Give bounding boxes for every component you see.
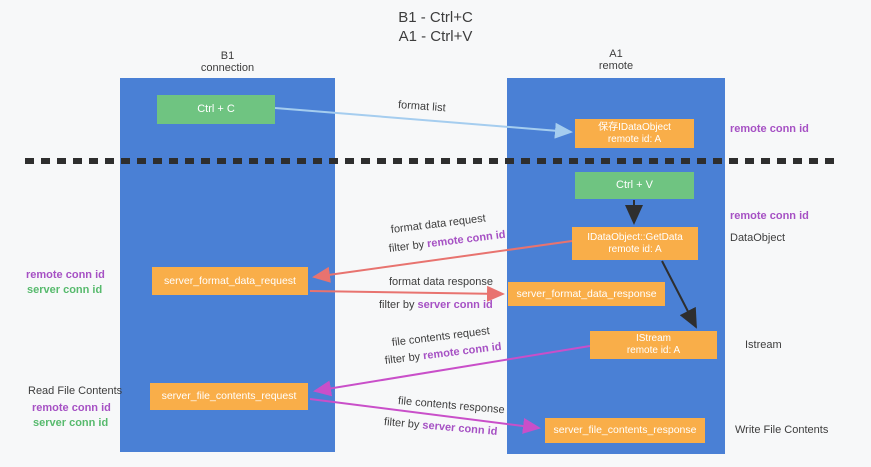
- filter-by-text: filter by: [388, 238, 425, 255]
- format-list-arrow-label: format list: [397, 99, 447, 115]
- getdata-line2: remote id: A: [608, 243, 662, 255]
- getdata-line1: IDataObject::GetData: [587, 231, 683, 243]
- istream-line1: IStream: [635, 333, 671, 344]
- filter-by-text: filter by: [383, 416, 420, 432]
- read-file-contents-label: Read File Contents: [28, 385, 123, 397]
- remote-conn-id-label-mid-right: remote conn id: [730, 210, 809, 222]
- ctrl-v-box: Ctrl + V: [575, 172, 694, 199]
- title-line-2: A1 - Ctrl+V: [398, 28, 473, 45]
- istream-label: Istream: [745, 339, 782, 351]
- ctrl-c-label: Ctrl + C: [197, 103, 235, 115]
- save-idataobject-box: 保存IDataObject remote id: A: [575, 119, 694, 148]
- save-idataobject-line1: 保存IDataObject: [598, 121, 671, 133]
- file-contents-response-arrow-label: file contents response: [397, 395, 506, 417]
- filter-by-text: filter by: [379, 299, 415, 311]
- remote-conn-id-label-left-2: remote conn id: [32, 402, 111, 414]
- filter-by-text: filter by: [384, 350, 421, 367]
- server-conn-id-label-left-2: server conn id: [33, 417, 109, 429]
- arrow-format-data-response: [309, 285, 505, 302]
- format-data-response-filter-label: filter by server conn id: [379, 299, 493, 312]
- remote-conn-id-label-left-1: remote conn id: [26, 269, 105, 281]
- lane-header-a1: A1 remote: [507, 48, 725, 72]
- idataobject-getdata-box: IDataObject::GetData remote id: A: [572, 227, 698, 260]
- ctrl-v-label: Ctrl + V: [616, 179, 653, 191]
- format-data-response-arrow-label: format data response: [389, 276, 493, 288]
- server-file-contents-response-box: server_file_contents_response: [545, 418, 705, 443]
- server-format-data-response-label: server_format_data_response: [516, 287, 657, 300]
- filter-remote-conn-id: remote conn id: [426, 228, 507, 251]
- lane-b1-subtitle: connection: [200, 62, 255, 74]
- diagram-title: B1 - Ctrl+C A1 - Ctrl+V: [0, 8, 871, 46]
- title-line-1: B1 - Ctrl+C: [398, 9, 473, 26]
- istream-line2: remote id: A: [626, 345, 681, 356]
- istream-box: IStream remote id: A: [590, 331, 717, 359]
- server-file-contents-response-label: server_file_contents_response: [553, 424, 697, 436]
- server-file-contents-request-box: server_file_contents_request: [150, 383, 308, 410]
- remote-conn-id-label-top-right: remote conn id: [730, 123, 809, 135]
- lane-a1-title: A1: [609, 48, 623, 60]
- server-conn-id-label-left-1: server conn id: [27, 284, 103, 296]
- filter-server-conn-id: server conn id: [417, 299, 493, 311]
- server-format-data-request-box: server_format_data_request: [152, 267, 308, 295]
- ctrl-c-box: Ctrl + C: [157, 95, 275, 124]
- write-file-contents-label: Write File Contents: [735, 424, 829, 436]
- dataobject-label: DataObject: [730, 232, 786, 244]
- server-format-data-response-box: server_format_data_response: [508, 282, 665, 306]
- server-file-contents-request-label: server_file_contents_request: [161, 390, 297, 402]
- file-contents-response-filter-label: filter by server conn id: [383, 416, 498, 439]
- dashed-separator: [25, 158, 838, 164]
- save-idataobject-line2: remote id: A: [607, 133, 662, 145]
- lane-b1-title: B1: [220, 50, 235, 62]
- lane-a1-subtitle: remote: [598, 60, 634, 72]
- lane-header-b1: B1 connection: [120, 50, 335, 74]
- server-format-data-request-label: server_format_data_request: [164, 274, 296, 287]
- filter-server-conn-id: server conn id: [421, 419, 498, 438]
